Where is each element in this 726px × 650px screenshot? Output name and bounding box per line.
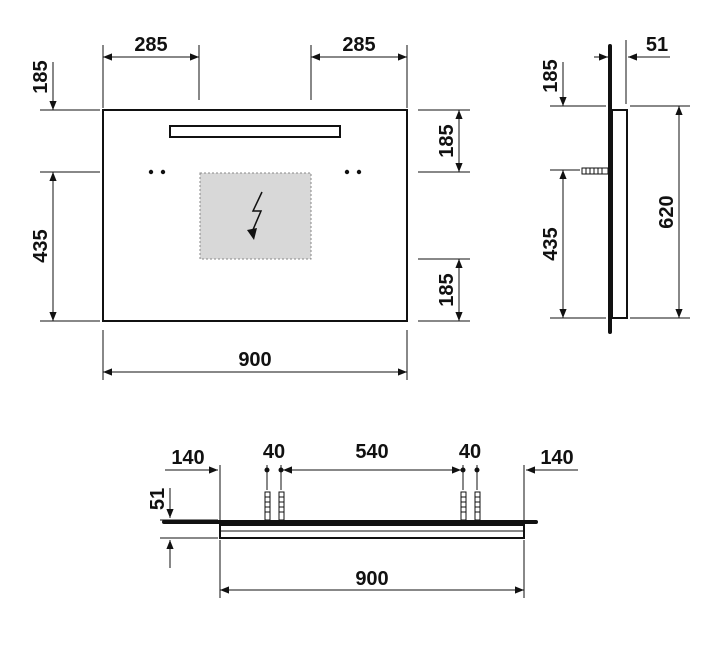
mount-hole-icon bbox=[160, 169, 166, 175]
power-connection-area bbox=[199, 172, 312, 260]
dim-side-height: 620 bbox=[656, 195, 678, 228]
dim-top-depth: 51 bbox=[147, 488, 169, 510]
dim-side-left-upper: 185 bbox=[540, 59, 562, 92]
dim-top-right: 285 bbox=[342, 34, 375, 56]
dim-fix-left: 40 bbox=[263, 441, 285, 463]
light-bar bbox=[169, 125, 341, 138]
dim-side-depth: 51 bbox=[646, 34, 668, 56]
dim-right-lower: 185 bbox=[436, 273, 458, 306]
dim-top-left-margin: 140 bbox=[171, 447, 204, 469]
dim-fix-right: 40 bbox=[459, 441, 481, 463]
dim-left-lower: 435 bbox=[30, 229, 52, 262]
top-view: 140 40 540 40 140 51 900 bbox=[147, 441, 578, 598]
dim-top-left: 285 bbox=[134, 34, 167, 56]
dim-between: 540 bbox=[355, 441, 388, 463]
anchor-point-icon bbox=[460, 467, 466, 473]
wall-anchor-icon bbox=[581, 167, 609, 175]
mirror-frame-side bbox=[611, 109, 628, 319]
mirror-front-outline bbox=[102, 109, 408, 322]
mount-hole-icon bbox=[148, 169, 154, 175]
dim-top-width: 900 bbox=[355, 568, 388, 590]
anchor-point-icon bbox=[474, 467, 480, 473]
anchor-point-icon bbox=[278, 467, 284, 473]
dim-right-upper: 185 bbox=[436, 124, 458, 157]
mount-hole-icon bbox=[344, 169, 350, 175]
anchor-point-icon bbox=[264, 467, 270, 473]
side-view: 51 185 435 620 bbox=[540, 34, 690, 334]
dim-side-left-lower: 435 bbox=[540, 227, 562, 260]
dim-bottom-width: 900 bbox=[238, 349, 271, 371]
front-view: 285 285 185 435 185 185 900 bbox=[30, 34, 470, 380]
dim-top-right-margin: 140 bbox=[540, 447, 573, 469]
wall-anchor-icon bbox=[264, 491, 285, 521]
dim-left-upper: 185 bbox=[30, 60, 52, 93]
lightning-bolt-icon bbox=[247, 191, 263, 240]
mount-hole-icon bbox=[356, 169, 362, 175]
wall-anchor-icon bbox=[460, 491, 481, 521]
